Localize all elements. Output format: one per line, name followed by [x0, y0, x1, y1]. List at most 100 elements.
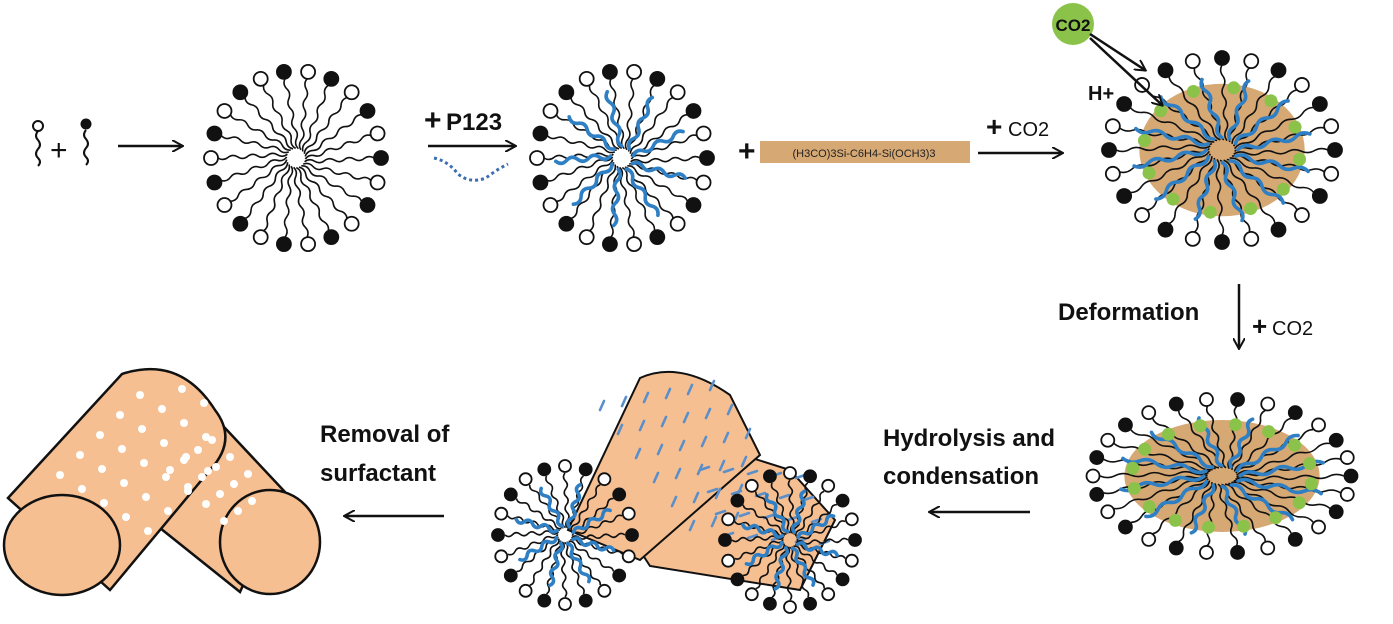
- protonated-site: [1264, 94, 1278, 108]
- cationic-head: [1287, 405, 1303, 421]
- cationic-head: [578, 462, 593, 477]
- anionic-head: [744, 587, 759, 602]
- anionic-head: [1134, 207, 1150, 223]
- protonated-site: [1228, 418, 1242, 432]
- cationic-head: [232, 215, 249, 232]
- cationic-head: [373, 150, 389, 166]
- co2-bubble-label: CO2: [1056, 16, 1091, 35]
- cationic-head: [206, 174, 223, 191]
- anionic-head: [369, 125, 386, 142]
- protonated-site: [1203, 205, 1217, 219]
- protonated-site: [1244, 202, 1258, 216]
- anionic-head: [1339, 487, 1355, 502]
- protonated-site: [1168, 513, 1182, 527]
- pore-dots: [56, 385, 256, 535]
- protonated-site: [1126, 461, 1140, 475]
- protonated-site: [1138, 442, 1152, 456]
- cationic-head: [730, 493, 745, 508]
- anionic-head: [1199, 392, 1214, 407]
- plus-p123-label: P123: [446, 109, 502, 136]
- anionic-head: [783, 600, 797, 614]
- anionic-head: [621, 549, 636, 564]
- deformation-label: Deformation: [1058, 299, 1199, 326]
- cationic-head: [1157, 62, 1174, 79]
- cationic-head: [532, 125, 549, 142]
- removal-label-line2: surfactant: [320, 460, 436, 487]
- protonated-site: [1292, 496, 1306, 510]
- cationic-head: [1116, 188, 1133, 204]
- protonated-site: [1142, 166, 1156, 180]
- cationic-head: [532, 174, 549, 191]
- cationic-head: [602, 63, 618, 80]
- co2-arrow-b: [1089, 37, 1162, 105]
- anionic-head: [844, 512, 859, 527]
- anionic-head: [203, 150, 219, 166]
- plus-co2-label-1: CO2: [1008, 119, 1049, 141]
- h-plus-label: H+: [1088, 83, 1114, 105]
- cationic-head: [323, 70, 340, 87]
- plus-precursor-sign: +: [738, 135, 756, 168]
- cationic-head: [503, 487, 518, 502]
- cationic-head: [835, 572, 850, 587]
- anionic-head: [558, 597, 572, 611]
- rod-front-body: [566, 370, 762, 562]
- ellipsoidal-micelle: [1085, 392, 1359, 560]
- cationic-head: [1287, 531, 1303, 547]
- anionic-head: [626, 236, 642, 253]
- rod-hybrid-with-micelles: [491, 370, 862, 614]
- precursor-label: (H3CO)3Si-C6H4-Si(OCH3)3: [792, 148, 935, 160]
- anionic-head: [1260, 540, 1276, 556]
- anionic-head: [542, 197, 559, 213]
- cationic-head: [276, 236, 292, 253]
- cationic-head: [803, 469, 817, 484]
- plus-co2-sign-2: +: [1252, 311, 1267, 341]
- anionic-head: [252, 229, 269, 246]
- anionic-head: [1141, 405, 1157, 421]
- anionic-head: [578, 229, 595, 246]
- cationic-head: [1230, 392, 1245, 407]
- protonated-site: [1193, 419, 1207, 433]
- anionic-head: [494, 506, 509, 521]
- anionic-head: [1323, 165, 1340, 182]
- mesoporous-rods: [2, 367, 322, 597]
- protonated-site: [1186, 84, 1200, 98]
- anionic-head: [1294, 77, 1310, 93]
- anionic-head: [669, 215, 686, 232]
- cationic-head: [1327, 142, 1343, 158]
- cationic-head: [558, 215, 575, 232]
- protonated-site: [1262, 425, 1276, 439]
- anionic-head: [300, 63, 316, 80]
- anionic-head: [1104, 118, 1121, 135]
- hydrolysis-label-line1: Hydrolysis and: [883, 425, 1055, 452]
- anionic-head: [821, 478, 836, 493]
- cationic-head: [612, 568, 627, 583]
- protonated-site: [1127, 481, 1141, 495]
- cationic-head: [1214, 234, 1230, 250]
- cationic-head: [276, 63, 292, 80]
- cationic-head: [602, 236, 618, 253]
- cationic-head: [1270, 62, 1287, 79]
- anionic-head: [343, 84, 360, 101]
- anionic-head: [558, 459, 572, 473]
- protonated-site: [1137, 134, 1151, 148]
- hydrolysis-label-line2: condensation: [883, 463, 1039, 490]
- anionic-head: [1104, 165, 1121, 182]
- cationic-head: [1270, 221, 1287, 238]
- anionic-head: [1323, 118, 1340, 135]
- anionic-head: [369, 174, 386, 191]
- surfactant-mix-icon: +: [32, 118, 92, 167]
- cationic-head: [359, 197, 376, 213]
- anionic-head: [1100, 504, 1116, 520]
- protonated-site: [1227, 81, 1241, 95]
- cationic-head: [685, 103, 702, 119]
- anionic-head: [529, 150, 545, 166]
- cationic-head: [1101, 142, 1117, 158]
- cationic-head: [1328, 504, 1344, 520]
- cationic-head: [612, 487, 627, 502]
- anionic-head: [1311, 519, 1326, 535]
- anionic-head: [300, 236, 316, 253]
- anionic-head: [542, 103, 559, 119]
- anionic-head: [695, 174, 712, 191]
- anionic-head: [252, 70, 269, 87]
- anionic-head: [1184, 230, 1201, 247]
